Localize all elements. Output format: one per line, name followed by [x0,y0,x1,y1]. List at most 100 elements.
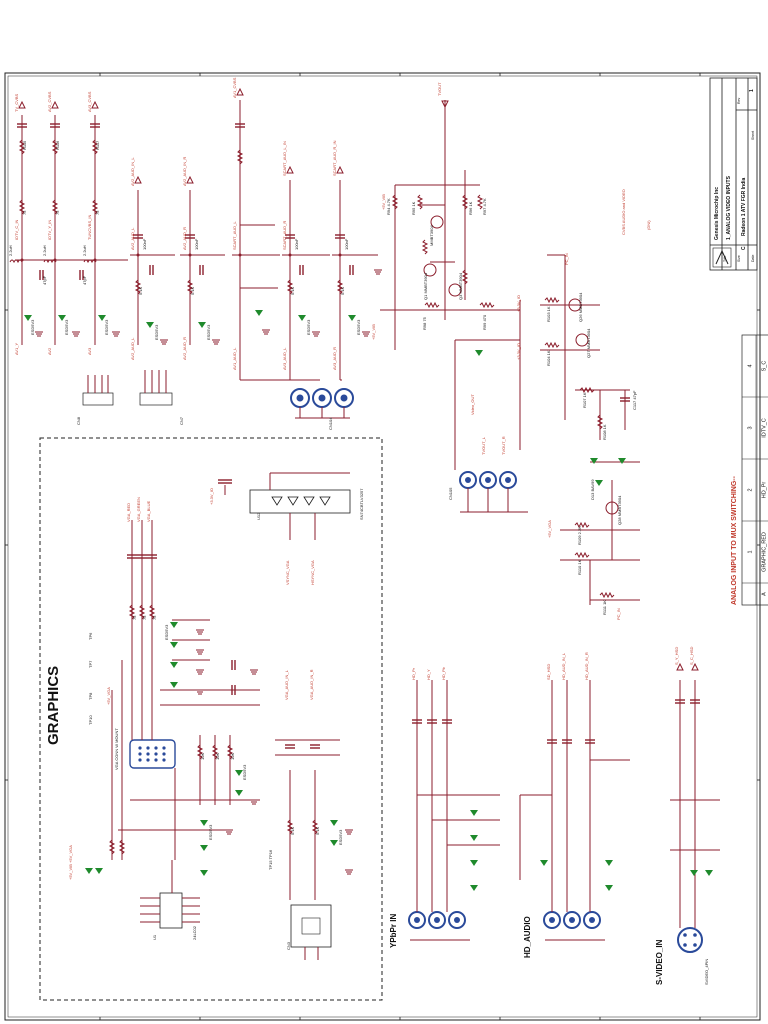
svg-text:R110 1K: R110 1K [577,559,582,575]
ypbpr-section: YPbPr IN HD_Pr HD_Y HD_Pb [389,666,500,948]
svg-text:SCART_AUD_R: SCART_AUD_R [282,221,287,250]
svg-text:TP6: TP6 [88,632,93,640]
svg-text:2.2uH: 2.2uH [42,245,47,256]
svg-text:HD_Pr: HD_Pr [411,667,416,680]
svg-text:ESD5V3: ESD5V3 [242,764,247,780]
svg-text:ESD5V3: ESD5V3 [64,319,69,335]
svg-text:R117: R117 [95,140,100,150]
svg-text:+3.3V_IO: +3.3V_IO [516,295,521,312]
svideo-title: S-VIDEO_IN [655,939,664,985]
svg-text:R104 1K: R104 1K [546,350,551,366]
size-caption: Size [737,255,741,262]
sheet-caption: Sheet [751,131,755,140]
rev-value: 1 [749,89,755,92]
mux-table-title: ANALOG INPUT TO MUX SWITCHING-- [731,475,738,605]
svg-text:PC_IN: PC_IN [616,608,621,620]
svg-text:TP15 TP16: TP15 TP16 [268,849,273,870]
svg-text:AV2: AV2 [47,347,52,355]
svg-text:S_Y_HSD: S_Y_HSD [674,647,679,665]
hd-audio-title: HD_AUDIO [523,916,532,958]
top-input-channels: R115 R116 R117 75 75 75 5.1K 5.1K 5.1K 5… [8,77,382,381]
net-av2-audio-r: AV2_AUD_IN_R [182,157,187,186]
svg-text:47pF: 47pF [82,275,87,285]
svg-text:ESD5V3: ESD5V3 [164,624,169,640]
svg-text:Q1 MMBT3904: Q1 MMBT3904 [423,272,428,300]
svg-text:AV2_AUD_R: AV2_AUD_R [182,227,187,250]
svg-text:Q27 MMBT3904: Q27 MMBT3904 [586,328,591,358]
svg-text:AV1_AUD_L: AV1_AUD_L [232,347,237,370]
svg-text:Video_OUT: Video_OUT [470,394,475,415]
title-caption: Title [723,255,727,262]
svg-text:C117 47pF: C117 47pF [632,390,637,410]
svg-text:75: 75 [22,210,27,215]
net-scart-r: SCART_AUD_R_IN [332,140,337,176]
svg-text:TP8: TP8 [88,692,93,700]
svg-text:R107 1K: R107 1K [582,392,587,408]
svg-text:75: 75 [95,210,100,215]
svg-text:+5V_VIB: +5V_VIB [381,194,386,210]
svg-text:CN104: CN104 [328,417,333,430]
svg-text:U1: U1 [152,934,157,940]
eeprom-ic: U1 24LC02 [140,860,200,940]
svg-text:CN105: CN105 [448,487,453,500]
mux-table-frame [741,334,768,606]
svg-text:5.1K: 5.1K [340,286,345,295]
svg-text:R108 1K: R108 1K [602,424,607,440]
date-caption: Date [751,255,755,262]
ypbpr-title: YPbPr IN [389,914,398,948]
net-vcc33: +3.3V_IO [209,488,214,505]
svg-text:ESD5V3: ESD5V3 [30,319,35,335]
svg-text:(DNI): (DNI) [646,220,651,230]
svg-text:+5V_VIB +5V_VGA: +5V_VIB +5V_VGA [68,845,73,880]
cvbs-out-note: CVBS AUDIO and VIDEO [621,189,626,235]
svg-text:IDTV_Y_IN: IDTV_Y_IN [47,220,52,240]
header-connector-cn8: CN8 [76,375,114,425]
svg-text:AV3_AUD_L: AV3_AUD_L [282,347,287,370]
svg-text:IDTV_C_IN: IDTV_C_IN [14,219,19,240]
net-vga-vsync: VSYNC_VGA [285,560,290,585]
svg-text:Q28 MMBT3904: Q28 MMBT3904 [617,495,622,525]
mux-table-cell: HD_Pr [761,482,767,499]
mux-switch-table: ANALOG INPUT TO MUX SWITCHING--1234AGRAP… [731,334,768,606]
svg-text:AV1_CVBS: AV1_CVBS [232,77,237,98]
svg-text:U12: U12 [256,512,261,520]
sheet-size: C [741,246,747,250]
svg-text:2.2uH: 2.2uH [8,245,13,256]
svg-text:5.1K: 5.1K [138,286,143,295]
svg-text:Q26 MMBT3904: Q26 MMBT3904 [578,292,583,322]
mux-table-header-cell: 2 [747,488,753,491]
vga-connector: VGA CONN W MOUNT [114,728,176,770]
net-hd-audio-r: HD_AUD_IN_R [584,652,589,680]
svg-text:SVIDEO_4PIN: SVIDEO_4PIN [704,959,709,985]
net-vcc5: +5V_VGA [106,687,111,705]
svg-text:ESD5V3: ESD5V3 [306,319,311,335]
svg-text:PC_IN: PC_IN [564,253,569,265]
header-connector-cn7: CN7 [139,370,184,425]
svg-text:HD_Y: HD_Y [426,669,431,680]
mux-table-header-cell: 1 [747,550,753,553]
svg-text:+5V_VIB: +5V_VIB [371,324,376,340]
net-vga-audio-l: VGA_AUD_IN_L [284,669,289,700]
svg-text:TVOUT_R: TVOUT_R [501,436,506,455]
drawing-frame [4,72,761,1021]
part-q2: MMBT3904 [429,225,434,246]
rev-caption: Rev [737,98,741,104]
svg-text:S_C_HSD: S_C_HSD [689,646,694,665]
svg-text:R99 470: R99 470 [482,314,487,330]
svg-text:ESD5V3: ESD5V3 [154,324,159,340]
svg-text:75: 75 [152,615,157,620]
svg-text:10K: 10K [215,753,220,760]
svg-text:TP7: TP7 [88,660,93,668]
svg-text:47pF: 47pF [42,275,47,285]
svg-text:D13 BAV99: D13 BAV99 [590,479,595,500]
svg-text:ESD5V3: ESD5V3 [356,319,361,335]
svg-text:R94 4.7K: R94 4.7K [386,198,391,215]
svg-text:+5V_VGA: +5V_VGA [547,520,552,538]
company-logo [712,247,732,268]
svg-text:R115: R115 [22,140,27,150]
vga-conn-label: VGA CONN W MOUNT [114,728,119,770]
svg-text:AV1_Y: AV1_Y [14,343,19,355]
rca-jack-cluster-av1: CN104 [290,388,354,430]
svg-text:AV3_CVBS: AV3_CVBS [87,91,92,112]
